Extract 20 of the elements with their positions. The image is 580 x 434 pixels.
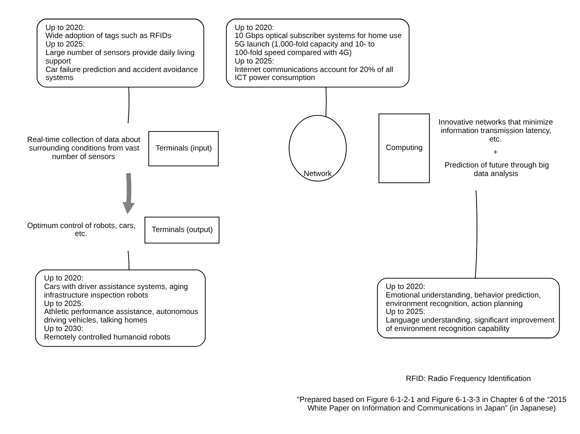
node-label: Innovative networks that minimize information transmission latency, etc. bbox=[438, 117, 553, 143]
node-label: + bbox=[493, 146, 498, 156]
node-box: Up to 2020: Wide adoption of tags such as RFIDs Up to 2025: Large number of sensors provide daily living support Car failure prediction and accident avoidance systems bbox=[36, 18, 204, 87]
node-box: Up to 2020: Cars with driver assistance systems, aging infrastructure inspection robots Up to 2025: Athletic performance assistance, autonomous driving vehicles, talking homes Up to 2030: Remotely controlled humanoid robots bbox=[35, 269, 206, 346]
node-label: Prediction of future through big data analysis bbox=[444, 160, 549, 178]
node-ellipse: Network bbox=[288, 114, 347, 182]
connector bbox=[474, 190, 478, 278]
node-box: Terminals (input) bbox=[148, 130, 219, 166]
node-box: Up to 2020: 10 Gbps optical subscriber systems for home use 5G launch (1,000-fold capacity and 10- to 100-fold speed compared with 4G) Up to 2025: Internet communications account for 20% of all ICT power consumption bbox=[226, 18, 410, 87]
node-label: Real-time collection of data about surrounding conditions from vast number of sensors bbox=[27, 134, 140, 160]
connector bbox=[325, 86, 327, 116]
caption: "Prepared based on Figure 6-1-2-1 and Figure 6-1-3-3 in Chapter 6 of the “2015 White Paper on Information and Communications in Japan” (in Japanese) bbox=[296, 394, 567, 412]
arrow bbox=[122, 172, 135, 214]
connector bbox=[128, 86, 130, 124]
node-box: Computing bbox=[378, 113, 430, 183]
connector bbox=[128, 250, 130, 270]
node-box: Up to 2020: Emotional understanding, behavior prediction, environment recognition, action planning Up to 2025: Language understanding, significant improvement of environment recognition capability bbox=[376, 277, 560, 338]
label: RFID: Radio Frequency Identification bbox=[406, 374, 531, 383]
node-label: Optimum control of robots, cars, etc. bbox=[27, 220, 136, 238]
node-box: Terminals (output) bbox=[144, 216, 220, 243]
